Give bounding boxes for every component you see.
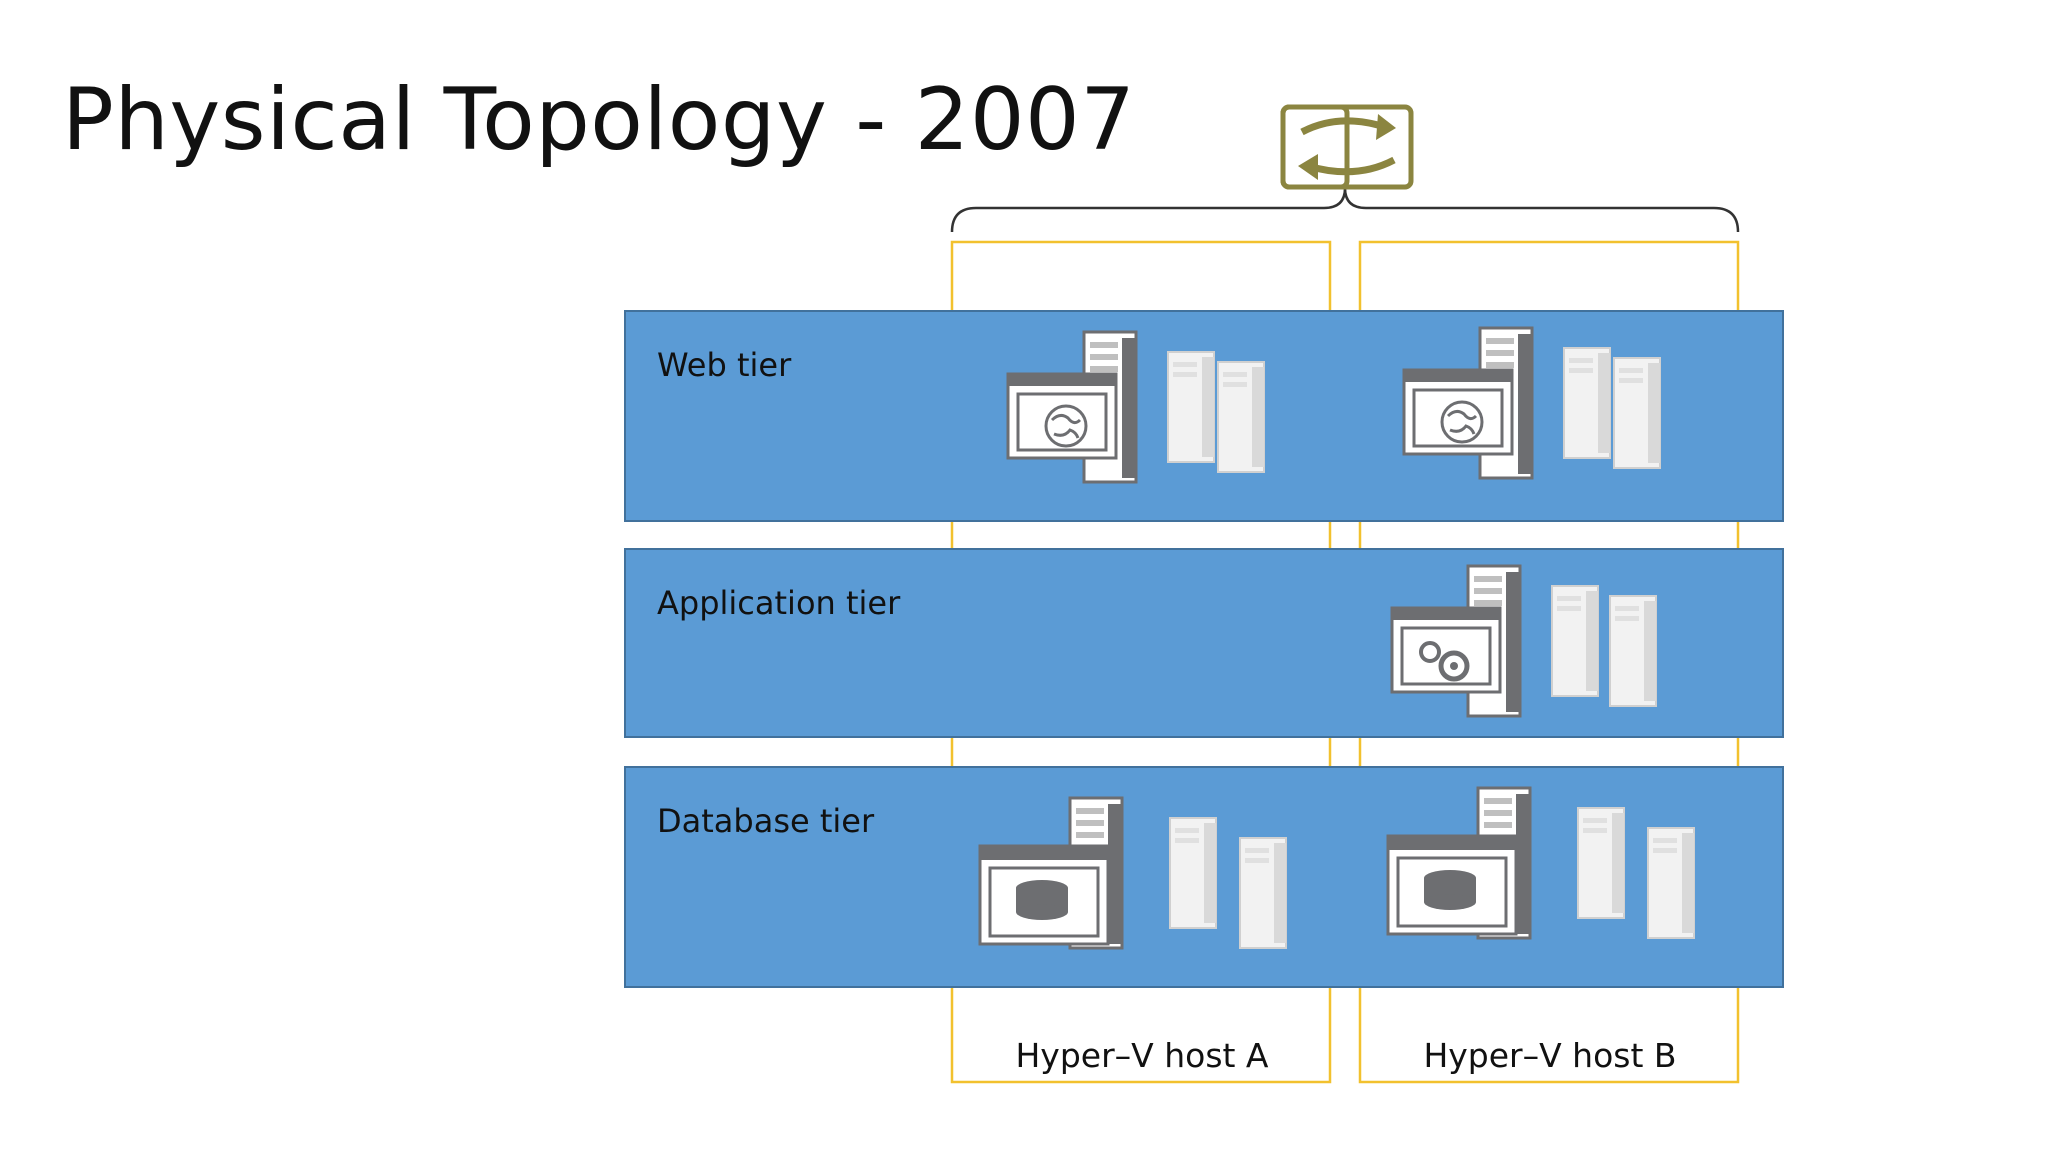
- web-server-vm-icon: [1006, 330, 1265, 484]
- replication-arrows-icon: [1280, 104, 1414, 190]
- database-tier-label: Database tier: [657, 802, 875, 840]
- database-server-vm-icon: [1386, 786, 1695, 940]
- database-server-vm-icon: [978, 796, 1287, 950]
- host-b-label: Hyper–V host B: [1423, 1036, 1677, 1075]
- application-server-vm-icon: [1390, 564, 1657, 718]
- host-a-label: Hyper–V host A: [1015, 1036, 1269, 1075]
- web-tier-label: Web tier: [657, 346, 792, 384]
- application-tier-label: Application tier: [657, 584, 901, 622]
- slide-title: Physical Topology - 2007: [62, 70, 1136, 170]
- grouping-brace: [950, 187, 1740, 233]
- web-server-vm-icon: [1402, 326, 1661, 480]
